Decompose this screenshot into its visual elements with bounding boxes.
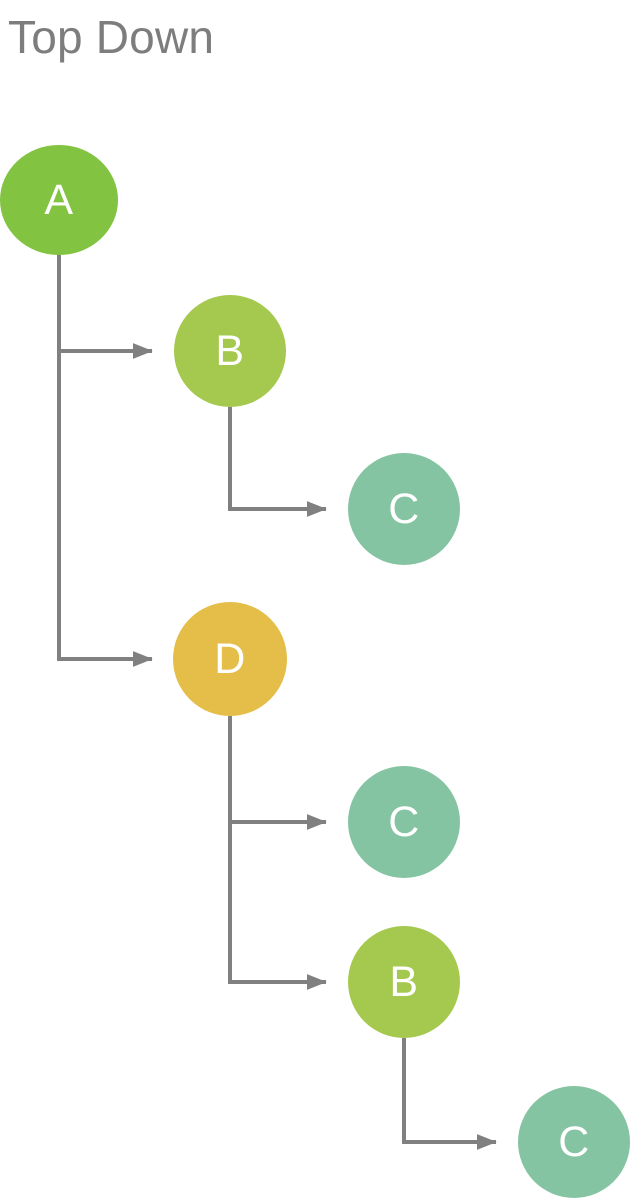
graph-node-a[interactable]: A [0,145,118,255]
edge-d-to-b2 [228,822,327,990]
edge-a-to-b [57,255,153,359]
graph-node-c-2[interactable]: C [348,766,460,878]
node-label-b-1: B [215,326,245,375]
graph-node-d[interactable]: D [173,602,287,716]
node-label-b-2: B [389,957,419,1006]
graph-node-c-1[interactable]: C [348,453,460,565]
node-label-a: A [44,175,74,224]
graph-node-c-3[interactable]: C [518,1086,630,1198]
node-label-c-1: C [388,484,420,533]
edge-b2-to-c3 [402,1038,497,1150]
edge-d-to-c [228,716,327,830]
page-title: Top Down [8,11,215,63]
graph-node-b-2[interactable]: B [348,926,460,1038]
edge-a-to-d [57,351,153,667]
node-label-d: D [214,634,246,683]
edge-b-to-c [228,407,327,517]
node-label-c-3: C [558,1117,590,1166]
graph-node-b-1[interactable]: B [174,295,286,407]
node-label-c-2: C [388,797,420,846]
